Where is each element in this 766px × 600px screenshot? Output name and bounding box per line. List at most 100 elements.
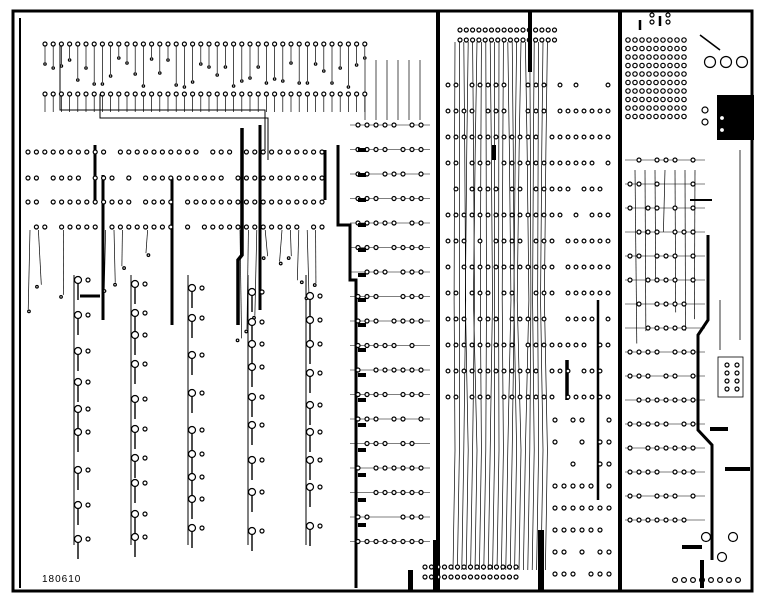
grid-pad [409, 318, 415, 324]
connector-outline [717, 356, 744, 398]
discrete-pad [187, 472, 197, 482]
bus-pad [525, 212, 531, 218]
board-label: 180610 [42, 574, 81, 585]
ic-pin [67, 175, 73, 181]
ic-pin [294, 199, 300, 205]
pga-pin [660, 105, 666, 111]
via [92, 82, 97, 86]
pga-pin [653, 105, 659, 111]
bus-pad [581, 238, 587, 244]
bus-pad [477, 264, 483, 270]
ic-pin [143, 224, 149, 230]
grid-pad [663, 325, 669, 331]
bus-pad [469, 108, 475, 114]
connector-pin [734, 370, 740, 376]
component-layer [358, 12, 754, 590]
bus-pad [541, 108, 547, 114]
ic-pin [285, 175, 291, 181]
grid-pad [373, 293, 379, 300]
discrete-pad [187, 283, 197, 293]
discrete-pad [259, 422, 265, 428]
power-trace [538, 530, 544, 590]
bus-pin [501, 27, 507, 33]
grid-pad [373, 367, 379, 373]
grid-pad [373, 269, 379, 275]
header-pin [214, 91, 220, 97]
via [166, 58, 170, 62]
grid-pad [636, 373, 642, 379]
grid-pad [400, 195, 406, 202]
header-pin [107, 91, 114, 97]
pad-strip [358, 423, 366, 427]
grid-pad [409, 269, 415, 275]
grid-pad [645, 397, 651, 403]
bus-pad [573, 290, 579, 296]
grid-pad [606, 571, 612, 577]
bus-pin [539, 37, 545, 43]
grid-pad [636, 421, 642, 427]
pga-pin [667, 62, 673, 69]
bus-pad [589, 186, 595, 192]
ic-pin [319, 149, 325, 155]
bus-pad [485, 160, 491, 166]
signal-trace [279, 229, 283, 262]
bus-trace [99, 94, 269, 160]
bus-pad [525, 342, 531, 348]
bus-pad [509, 160, 515, 166]
grid-pad [373, 195, 379, 202]
ic-pin [302, 175, 308, 181]
grid-pad [364, 293, 370, 300]
via [299, 280, 304, 285]
grid-pad [663, 493, 669, 499]
ic-pin [277, 199, 283, 205]
discrete-pad [73, 500, 83, 510]
bus-pad [477, 238, 483, 244]
signal-trace [290, 229, 292, 257]
bus-pad [589, 108, 595, 114]
grid-pad [579, 417, 585, 423]
bus-pad [445, 316, 451, 322]
bus-pad [517, 186, 523, 192]
grid-pad [391, 538, 397, 545]
ic-pin [277, 175, 283, 181]
bus-pad [501, 134, 507, 140]
pga-pin [632, 79, 638, 86]
grid-pad [400, 146, 406, 153]
discrete-pad [142, 426, 148, 432]
header-pin [329, 91, 335, 97]
via [215, 73, 220, 77]
discrete-pad [85, 277, 91, 283]
grid-pad [391, 416, 397, 422]
trace-layer [27, 16, 741, 588]
signal-trace [27, 229, 31, 310]
discrete-pad [305, 521, 315, 531]
discrete-pad [187, 523, 197, 533]
bus-trace [464, 41, 469, 571]
header-pin [206, 91, 212, 97]
board-outline [11, 9, 754, 593]
grid-pad [364, 318, 370, 324]
bus-pad [605, 290, 611, 296]
mounting-hole [719, 55, 733, 69]
bus-pad [517, 212, 523, 218]
bus-pad [581, 108, 587, 114]
header-pin [50, 41, 56, 47]
via [35, 284, 39, 289]
bus-pad [469, 82, 475, 88]
bus-pad [557, 108, 563, 114]
bus-pad [573, 160, 579, 166]
via [67, 58, 72, 62]
pga-pin [646, 37, 652, 43]
bus-pin [463, 27, 469, 33]
pga-pin [632, 88, 638, 94]
discrete-pad [73, 275, 83, 285]
pga-pin [674, 113, 680, 120]
grid-pad [663, 517, 669, 523]
ic-pin [143, 175, 149, 181]
via [244, 329, 249, 334]
discrete-pad [142, 480, 148, 486]
grid-pad [636, 517, 642, 523]
ic-pin [75, 224, 82, 230]
bus-pad [493, 134, 499, 140]
bus-pad [453, 290, 459, 296]
